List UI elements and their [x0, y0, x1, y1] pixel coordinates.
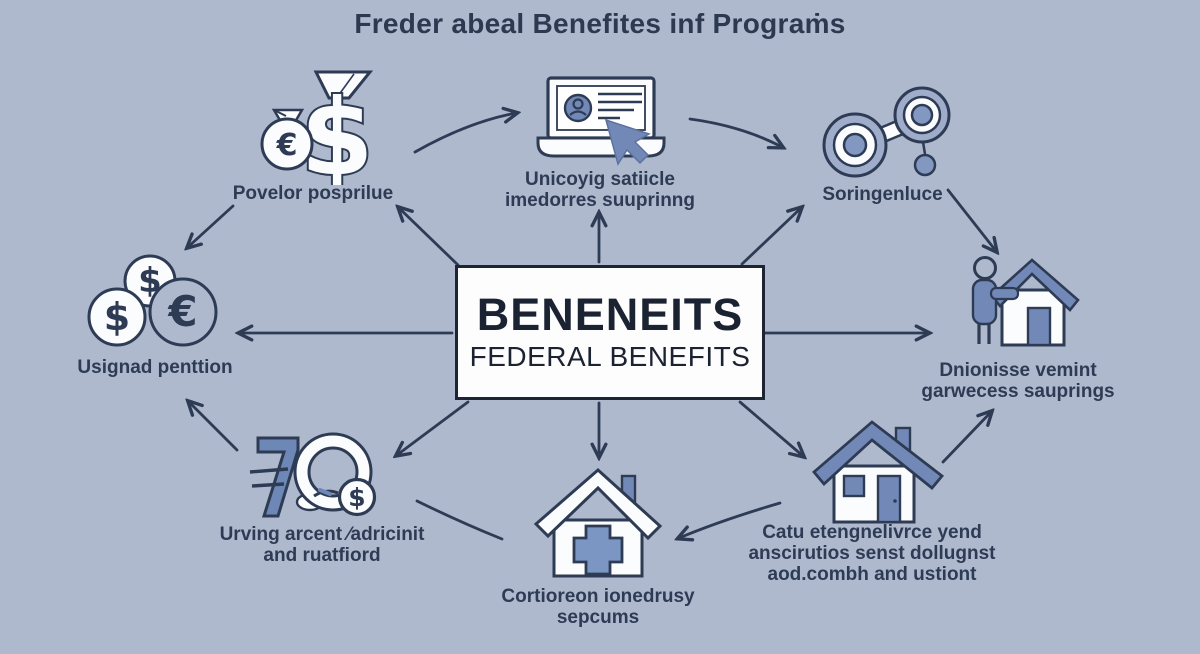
central-box-subheading: FEDERAL BENEFITS	[469, 341, 751, 373]
svg-text:$: $	[104, 295, 130, 339]
node-label-bottom-center: Cortioreon ionedrusy sepcums	[478, 586, 718, 628]
node-label-line: and ruatfiord	[263, 545, 381, 566]
laptop-id-card-icon	[536, 76, 666, 166]
node-label-line: Dnionisse vemint	[939, 360, 1097, 381]
coins-icon: $ $ €	[87, 254, 218, 347]
node-label-line: Catu etengnelivrce yend	[762, 522, 982, 543]
money-bags-icon: $ €	[260, 70, 376, 185]
node-label-line: aod.combh and ustiont	[767, 564, 977, 585]
node-label-top-center: Unicoyig satiicle imedorres suuprinng	[470, 169, 730, 211]
page-title: Freder abeal Benefites inf Prograṁs	[354, 8, 846, 39]
currency-symbols-icon: $	[249, 432, 377, 518]
medical-house-icon	[533, 467, 663, 578]
node-label-left: Usignad penttion	[50, 357, 260, 378]
svg-text:€: €	[167, 287, 197, 336]
node-label-line: sepcums	[556, 607, 640, 628]
svg-text:€: €	[276, 128, 298, 163]
node-label-line: Usignad penttion	[77, 357, 233, 378]
node-label-bottom-left: Urving arcent ⁄adricinit and ruatfiord	[202, 524, 442, 566]
node-label-line: Cortioreon ionedrusy	[501, 586, 695, 607]
central-box-heading: BENENEITS	[476, 289, 744, 341]
node-label-line: anscirutios senst dollugnst	[748, 543, 996, 564]
central-benefits-box: BENENEITS FEDERAL BENEFITS	[455, 265, 765, 400]
node-label-right: Dnionisse vemint garwecess sauprings	[898, 360, 1138, 402]
node-label-bottom-right: Catu etengnelivrce yend anscirutios sens…	[738, 522, 1006, 585]
key-icon	[822, 86, 951, 178]
node-label-line: Soringenluce	[822, 184, 943, 205]
svg-text:$: $	[348, 483, 365, 512]
node-label-top-left: Povelor posprilue	[198, 183, 428, 204]
node-label-line: imedorres suuprinng	[504, 190, 696, 211]
person-house-icon	[971, 256, 1080, 347]
node-label-line: garwecess sauprings	[921, 381, 1115, 402]
house-icon	[812, 420, 945, 524]
svg-text:$: $	[300, 77, 373, 185]
node-label-line: Unicoyig satiicle	[525, 169, 675, 190]
node-label-top-right: Soringenluce	[795, 184, 970, 205]
node-label-line: Povelor posprilue	[232, 183, 394, 204]
node-label-line: Urving arcent ⁄adricinit	[219, 524, 425, 545]
